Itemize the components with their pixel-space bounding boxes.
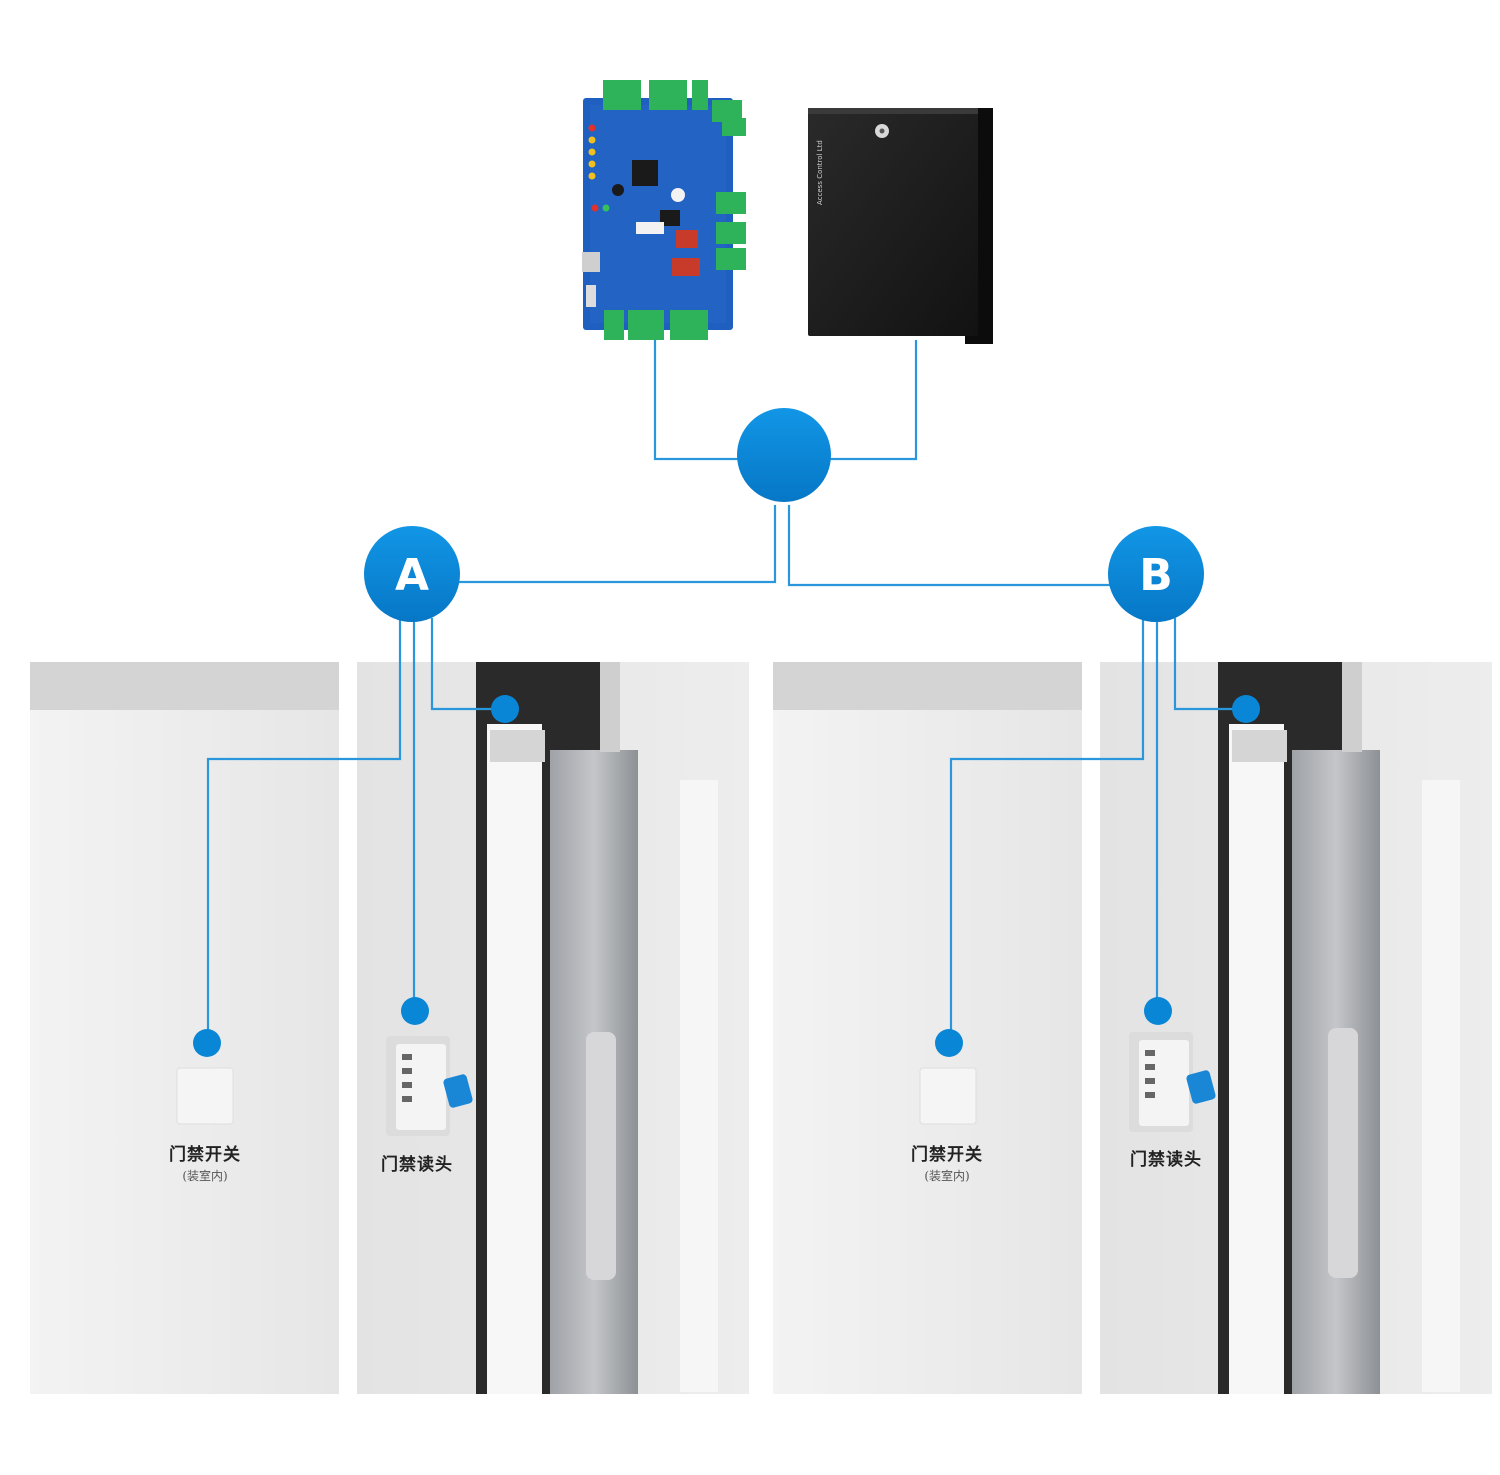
switch-b-label: 门禁开关 (装室内) xyxy=(892,1140,1002,1184)
switch-b-title: 门禁开关 xyxy=(892,1140,1002,1165)
lock-b-dot xyxy=(1232,695,1260,723)
reader-b-label: 门禁读头 xyxy=(1111,1145,1221,1170)
node-b: B xyxy=(1108,526,1204,622)
wire-board-to-hub xyxy=(655,340,740,459)
hub-node xyxy=(737,408,831,502)
reader-a-label: 门禁读头 xyxy=(362,1150,472,1175)
switch-b-dot xyxy=(935,1029,963,1057)
node-a: A xyxy=(364,526,460,622)
switch-a-label: 门禁开关 (装室内) xyxy=(150,1140,260,1184)
wire-hub-to-a xyxy=(458,505,775,582)
door-a-scene xyxy=(30,662,749,1394)
door-b-scene xyxy=(773,662,1492,1394)
reader-b-title: 门禁读头 xyxy=(1111,1145,1221,1170)
switch-a-note: (装室内) xyxy=(150,1167,260,1184)
switch-a-title: 门禁开关 xyxy=(150,1140,260,1165)
reader-b-dot xyxy=(1144,997,1172,1025)
wire-hub-to-b xyxy=(789,505,1110,585)
lock-a-dot xyxy=(491,695,519,723)
node-b-letter: B xyxy=(1139,550,1173,601)
switch-b-note: (装室内) xyxy=(892,1167,1002,1184)
controller-enclosure: Access Control Ltd xyxy=(808,108,993,344)
wire-enclosure-to-hub xyxy=(828,340,916,459)
enclosure-text: Access Control Ltd xyxy=(816,140,824,205)
switch-a-dot xyxy=(193,1029,221,1057)
node-a-letter: A xyxy=(395,550,429,601)
reader-a-title: 门禁读头 xyxy=(362,1150,472,1175)
reader-a-dot xyxy=(401,997,429,1025)
controller-board xyxy=(582,80,746,340)
